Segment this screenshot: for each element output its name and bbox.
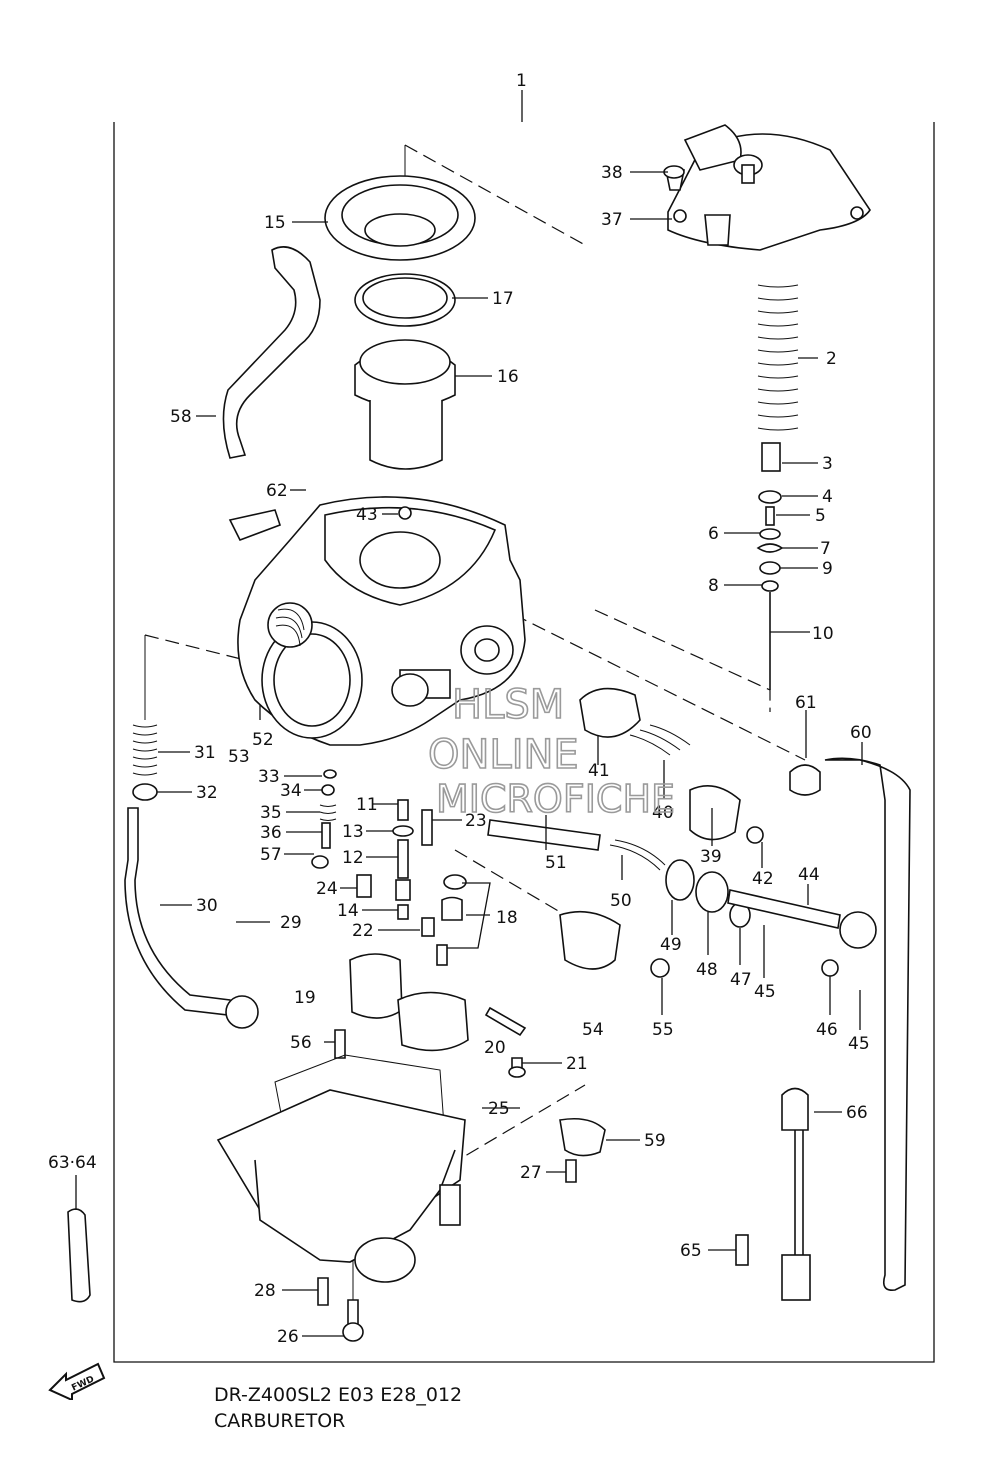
callout-23: 23 (465, 811, 487, 831)
callout-63-64: 63·64 (48, 1153, 97, 1173)
callout-8: 8 (708, 576, 719, 596)
callout-19: 19 (294, 988, 316, 1008)
callout-44: 44 (798, 865, 820, 885)
callout-27: 27 (520, 1163, 542, 1183)
sensor-and-clip-parts (67, 1087, 811, 1303)
callout-58: 58 (170, 407, 192, 427)
callout-49: 49 (660, 935, 682, 955)
watermark-line-1: HLSM (452, 682, 564, 728)
callout-43: 43 (356, 505, 378, 525)
callout-3: 3 (822, 454, 833, 474)
callout-30: 30 (196, 896, 218, 916)
callout-41: 41 (588, 761, 610, 781)
callout-33: 33 (258, 767, 280, 787)
callout-37: 37 (601, 210, 623, 230)
callout-36: 36 (260, 823, 282, 843)
callout-60: 60 (850, 723, 872, 743)
callout-53: 53 (228, 747, 250, 767)
callout-65: 65 (680, 1241, 702, 1261)
callout-25: 25 (488, 1099, 510, 1119)
callout-50: 50 (610, 891, 632, 911)
callout-10: 10 (812, 624, 834, 644)
callout-47: 47 (730, 970, 752, 990)
callout-46: 46 (816, 1020, 838, 1040)
top-cap-assembly (663, 124, 871, 690)
callout-59: 59 (644, 1131, 666, 1151)
callout-28: 28 (254, 1281, 276, 1301)
callout-21: 21 (566, 1054, 588, 1074)
callout-17: 17 (492, 289, 514, 309)
callout-18: 18 (496, 908, 518, 928)
callout-55: 55 (652, 1020, 674, 1040)
callout-57: 57 (260, 845, 282, 865)
assembly-frame (113, 90, 935, 1363)
callout-48: 48 (696, 960, 718, 980)
callout-12: 12 (342, 848, 364, 868)
callout-9: 9 (822, 559, 833, 579)
callout-32: 32 (196, 783, 218, 803)
callout-56: 56 (290, 1033, 312, 1053)
callout-45a: 45 (754, 982, 776, 1002)
callout-15: 15 (264, 213, 286, 233)
callout-29: 29 (280, 913, 302, 933)
callout-6: 6 (708, 524, 719, 544)
callout-20: 20 (484, 1038, 506, 1058)
callout-42: 42 (752, 869, 774, 889)
callout-40: 40 (652, 803, 674, 823)
callout-35: 35 (260, 803, 282, 823)
watermark-line-3: MICROFICHE (436, 777, 675, 821)
callout-4: 4 (822, 487, 833, 507)
callout-66: 66 (846, 1103, 868, 1123)
accelerator-pump-parts (487, 687, 911, 1292)
carburetor-body (228, 496, 526, 746)
callout-26: 26 (277, 1327, 299, 1347)
callout-39: 39 (700, 847, 722, 867)
callout-14: 14 (337, 901, 359, 921)
callout-16: 16 (497, 367, 519, 387)
callout-54: 54 (582, 1020, 604, 1040)
throttle-cable-parts (124, 724, 259, 1029)
watermark: HLSM ONLINE MICROFICHE (427, 681, 676, 822)
callout-5: 5 (815, 506, 826, 526)
callout-11: 11 (356, 795, 378, 815)
jet-parts (311, 769, 467, 966)
callout-51: 51 (545, 853, 567, 873)
float-bowl-assembly (216, 953, 606, 1342)
watermark-line-2: ONLINE (428, 732, 579, 778)
callout-2: 2 (826, 349, 837, 369)
section-title: CARBURETOR (214, 1410, 346, 1432)
callout-13: 13 (342, 822, 364, 842)
callout-labels: 2 3 4 5 6 7 8 9 10 11 12 13 14 15 16 17 … (48, 163, 872, 1347)
callout-61: 61 (795, 693, 817, 713)
vent-hose (222, 246, 321, 459)
callout-31: 31 (194, 743, 216, 763)
leader-lines (75, 171, 863, 1337)
callout-38: 38 (601, 163, 623, 183)
model-code: DR-Z400SL2 E03 E28_012 (214, 1384, 463, 1406)
callout-22: 22 (352, 921, 374, 941)
callout-45b: 45 (848, 1034, 870, 1054)
diaphragm-piston (324, 175, 476, 470)
callout-7: 7 (820, 539, 831, 559)
assembly-number: 1 (516, 71, 527, 91)
callout-62: 62 (266, 481, 288, 501)
callout-52: 52 (252, 730, 274, 750)
callout-24: 24 (316, 879, 338, 899)
callout-34: 34 (280, 781, 302, 801)
fwd-arrow-icon: FWD (48, 1362, 106, 1400)
